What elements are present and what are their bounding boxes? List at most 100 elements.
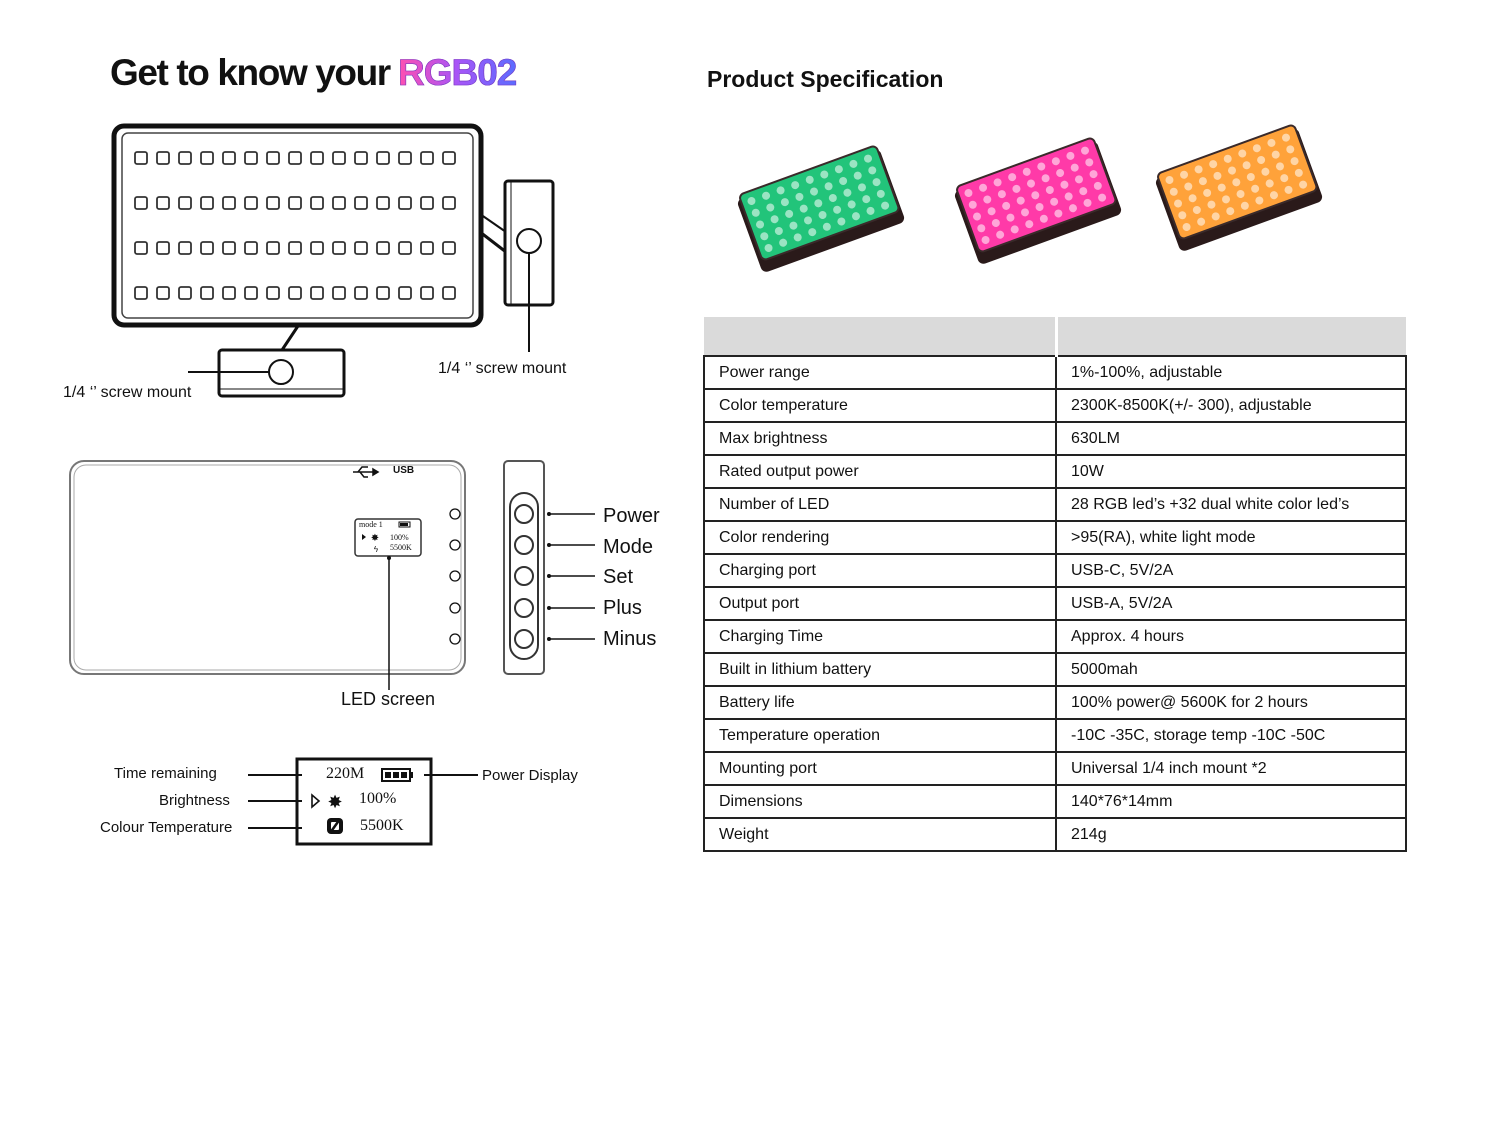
led-dot [799, 204, 808, 213]
led-cell [376, 286, 390, 300]
spec-key: Rated output power [703, 454, 1057, 489]
led-cell [332, 196, 346, 210]
spec-value: 214g [1055, 817, 1407, 852]
sun-icon: ✸ [327, 792, 342, 812]
led-dot [747, 197, 756, 206]
led-dot [779, 238, 788, 247]
led-dot [1228, 166, 1237, 175]
led-cell [376, 151, 390, 165]
spec-key: Mounting port [703, 751, 1057, 786]
spec-key: Built in lithium battery [703, 652, 1057, 687]
light-front-diagram [111, 123, 555, 398]
led-cell [332, 151, 346, 165]
lcd-brightness-value: 100% [359, 790, 397, 807]
led-dot [805, 175, 814, 184]
spec-value: 1%-100%, adjustable [1055, 355, 1407, 390]
led-dot [1035, 203, 1044, 212]
led-dot [756, 220, 765, 229]
led-dot [973, 212, 982, 221]
led-dot [849, 159, 858, 168]
mini-screen-temp: 5500K [390, 543, 412, 552]
led-dot [1282, 133, 1291, 142]
led-cell [222, 286, 236, 300]
spec-value: 28 RGB led’s +32 dual white color led’s [1055, 487, 1407, 522]
led-dot [1008, 173, 1017, 182]
led-dot [822, 222, 831, 231]
led-dot [981, 235, 990, 244]
selection-arrow-icon [311, 793, 321, 809]
led-cell [354, 151, 368, 165]
led-dot [1083, 198, 1092, 207]
led-cell [310, 196, 324, 210]
led-dot [1045, 186, 1054, 195]
led-cell [266, 241, 280, 255]
light-back-diagram: ✸ ϟ [69, 460, 595, 690]
spec-key: Max brightness [703, 421, 1057, 456]
spec-table-header [704, 317, 1406, 356]
spec-key: Battery life [703, 685, 1057, 720]
led-screen-label: LED screen [341, 689, 436, 709]
led-dot [843, 188, 852, 197]
led-dot [1207, 200, 1216, 209]
led-dot [1066, 151, 1075, 160]
led-cell [156, 241, 170, 255]
lcd-detail-diagram: ✸ [248, 757, 478, 846]
led-dot [1085, 158, 1094, 167]
led-dot [1002, 201, 1011, 210]
led-dot [1180, 170, 1189, 179]
spec-key: Temperature operation [703, 718, 1057, 753]
led-dot [766, 203, 775, 212]
led-cell [178, 151, 192, 165]
led-dot [997, 190, 1006, 199]
led-cell [420, 241, 434, 255]
brand-name: RGB02 [398, 52, 518, 94]
led-dot [828, 194, 837, 203]
led-dot [853, 171, 862, 180]
led-dot [987, 207, 996, 216]
spec-key: Power range [703, 355, 1057, 390]
led-dot [1203, 188, 1212, 197]
mini-screen-brightness: 100% [390, 533, 409, 542]
mount-bottom-label: 1/4 ‘’ screw mount [63, 384, 192, 401]
led-dot [1169, 187, 1178, 196]
led-cell [442, 286, 456, 300]
lcd-temperature-value: 5500K [360, 817, 404, 834]
led-cell [178, 286, 192, 300]
led-dot [1217, 183, 1226, 192]
led-dot [808, 228, 817, 237]
spec-value: Universal 1/4 inch mount *2 [1055, 751, 1407, 786]
led-cell [222, 196, 236, 210]
led-dot [1284, 185, 1293, 194]
led-dot [780, 198, 789, 207]
led-dot [1271, 150, 1280, 159]
led-dot [964, 189, 973, 198]
led-dot [1236, 190, 1245, 199]
product-photo-green [737, 145, 905, 272]
led-cell [398, 196, 412, 210]
spec-value: USB-A, 5V/2A [1055, 586, 1407, 621]
plus-button-label: Plus [603, 597, 642, 619]
led-cell [332, 241, 346, 255]
led-dot [834, 165, 843, 174]
brightness-label: Brightness [159, 792, 230, 809]
spec-value: 100% power@ 5600K for 2 hours [1055, 685, 1407, 720]
table-row: Temperature operation-10C -35C, storage … [703, 718, 1407, 753]
svg-text:ϟ: ϟ [374, 545, 379, 554]
led-cell [222, 241, 236, 255]
spec-value: USB-C, 5V/2A [1055, 553, 1407, 588]
led-cell [266, 286, 280, 300]
led-dot [1242, 161, 1251, 170]
time-remaining-label: Time remaining [114, 765, 217, 782]
led-dot [1054, 209, 1063, 218]
led-dot [991, 218, 1000, 227]
spec-key: Color temperature [703, 388, 1057, 423]
power-display-label: Power Display [482, 767, 578, 784]
led-dot [983, 195, 992, 204]
led-cell [398, 151, 412, 165]
led-dot [764, 243, 773, 252]
